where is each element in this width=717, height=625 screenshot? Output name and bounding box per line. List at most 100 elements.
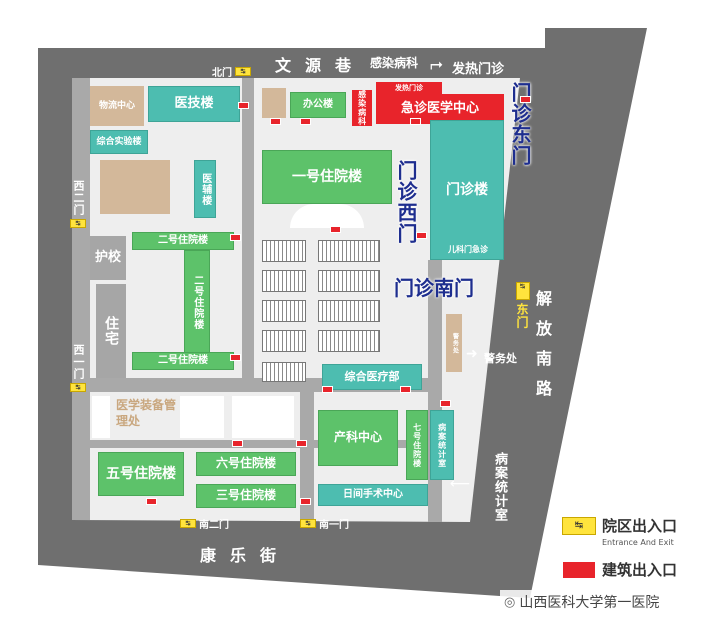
west-gate-2-label: 西二门 (72, 180, 85, 216)
office-building: 办公楼 (290, 92, 346, 118)
north-gate: 北门↹ (212, 64, 251, 79)
building-entrance-icon (296, 440, 307, 447)
building-entrance-icon (410, 118, 421, 125)
day-surgery-center: 日间手术中心 (318, 484, 428, 506)
clinic-west-gate-label: 门诊西门 (394, 160, 418, 244)
inpatient-building-2-north: 二号住院楼 (132, 232, 234, 250)
inpatient-building-5: 五号住院楼 (98, 452, 184, 496)
road-name-north: 文源巷 (275, 56, 366, 75)
building-entrance-icon (232, 440, 243, 447)
residential-building: 住宅 (96, 284, 126, 378)
medical-tech-building: 医技楼 (148, 86, 240, 122)
building-entrance-icon (238, 102, 249, 109)
inpatient-building-2-spine: 二号住院楼 (184, 250, 210, 354)
legend: ↹ 院区出入口 Entrance And Exit 建筑出入口 (562, 515, 712, 580)
building-entrance-icon (520, 96, 531, 103)
building-entrance-icon (400, 386, 411, 393)
nursing-school-label: 护校 (94, 249, 121, 265)
fever-clinic-building: 发热门诊 (376, 82, 442, 94)
parking-lot (318, 330, 380, 352)
parking-lot (262, 330, 306, 352)
parking-lot (262, 362, 306, 382)
west-gate-1: 西一门↹ (70, 344, 86, 392)
building-entrance-icon (300, 498, 311, 505)
inpatient3-label: 三号住院楼 (215, 488, 276, 503)
inpatient-1-plaza (290, 204, 364, 228)
fever-small-label: 发热门诊 (395, 83, 423, 92)
inpatient2-bottom-label: 二号住院楼 (158, 355, 208, 367)
legend-building-gate-label: 建筑出入口 (602, 561, 678, 579)
west-gate-2: 西二门 ↹ (70, 180, 86, 228)
watermark: ◎ 山西医科大学第一医院 (500, 590, 664, 614)
internal-road (300, 378, 314, 522)
west-gate-1-label: 西一门 (72, 344, 85, 380)
north-gate-label: 北门 (212, 68, 232, 79)
road-name-south: 康乐街 (200, 546, 291, 565)
internal-road (242, 78, 254, 378)
logistics-center: 物流中心 (90, 86, 144, 126)
equipment-office (92, 396, 110, 438)
office-label: 办公楼 (303, 99, 333, 111)
parking-lot (318, 240, 380, 262)
inpatient7-label: 七号住院楼 (412, 422, 422, 468)
general-medical-label: 综合医疗部 (344, 369, 400, 383)
pediatric-clinic-label: 儿科门急诊 (448, 245, 488, 254)
obstetrics-center: 产科中心 (318, 410, 398, 466)
infectious-small-label: 感染病科 (357, 90, 367, 126)
callout-fever-clinic: 发热门诊 (452, 62, 505, 77)
parking-lot (262, 240, 306, 262)
security-small-building: 警务处 (446, 314, 462, 372)
empty-lot (232, 396, 294, 438)
south-gate-2: ↹南二门 (180, 516, 229, 531)
parking-lot (318, 300, 380, 322)
aux-label: 医辅楼 (199, 172, 211, 206)
inpatient-building-3: 三号住院楼 (196, 484, 296, 508)
inpatient-building-1: 一号住院楼 (262, 150, 392, 204)
building-entrance-icon (330, 226, 341, 233)
clinic-south-gate-label: 门诊南门 (394, 276, 474, 300)
empty-lot (180, 396, 224, 438)
building-entrance-icon (230, 234, 241, 241)
legend-campus-gate: ↹ 院区出入口 (562, 515, 712, 536)
aux-building: 医辅楼 (194, 160, 216, 218)
building-entrance-icon (562, 560, 596, 579)
south-gate-2-label: 南二门 (199, 520, 229, 531)
wechat-icon: ◎ (504, 594, 516, 610)
building-entrance-icon (322, 386, 333, 393)
inpatient2-side-label: 二号住院楼 (191, 274, 203, 330)
callout-arrow-icon: ⮣ (430, 54, 443, 73)
inpatient1-label: 一号住院楼 (292, 168, 362, 185)
callout-security-arrow-icon: ➜ (466, 346, 478, 362)
tan-block (100, 160, 170, 214)
legend-building-gate: 建筑出入口 (562, 559, 712, 580)
inpatient5-label: 五号住院楼 (106, 465, 176, 482)
inpatient6-label: 六号住院楼 (215, 456, 276, 471)
outpatient-building: 门诊楼 (430, 120, 504, 260)
logistics-label: 物流中心 (98, 100, 135, 111)
south-gate-1: ↹南一门 (300, 516, 349, 531)
parking-lot (318, 270, 380, 292)
gate-icon: ↹ (300, 519, 316, 528)
lab-building: 综合实验楼 (90, 130, 148, 154)
internal-road (72, 440, 442, 448)
gate-icon: ↹ (70, 219, 86, 228)
outpatient-label: 门诊楼 (446, 181, 488, 198)
housing-label: 住宅 (103, 316, 120, 346)
legend-campus-gate-label: 院区出入口 (602, 517, 678, 535)
records-arrow-icon: ⟵ (450, 476, 471, 492)
internal-road (72, 78, 90, 520)
lab-label: 综合实验楼 (96, 136, 142, 147)
inpatient-building-6: 六号住院楼 (196, 452, 296, 476)
inpatient-building-7: 七号住院楼 (406, 410, 428, 480)
gate-icon: ↹ (235, 67, 251, 76)
gate-icon: ↹ (180, 519, 196, 528)
south-gate-1-label: 南一门 (319, 520, 349, 531)
clinic-east-gate-label: 门诊东门 (508, 82, 532, 166)
parking-lot (262, 300, 306, 322)
nursing-school: 护校 (90, 236, 126, 280)
gate-icon: ↹ (562, 516, 596, 535)
equipment-office-label: 医学装备管理处 (116, 398, 177, 428)
obstetrics-label: 产科中心 (333, 430, 382, 445)
records-bld-label: 病案统计室 (437, 422, 447, 468)
security-small-label: 警务处 (451, 332, 459, 354)
